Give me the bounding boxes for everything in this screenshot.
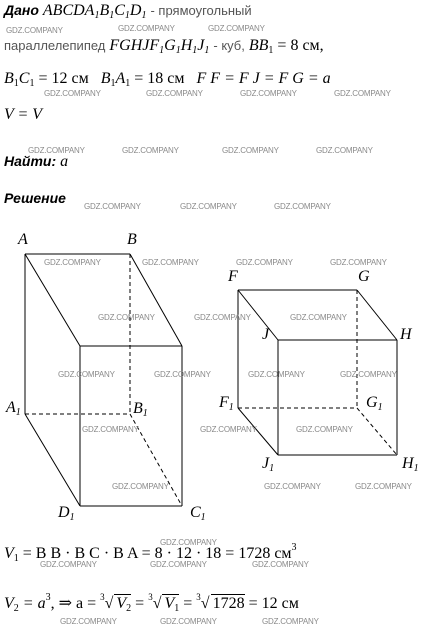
watermark: GDZ.COMPANY [222,146,279,155]
label-f1: F1 [219,394,234,413]
given-line-3: B1C1 = 12 см B1A1 = 18 см F F = F J = F … [4,70,331,89]
watermark: GDZ.COMPANY [340,370,397,379]
watermark: GDZ.COMPANY [355,482,412,491]
volume-calculation: = B B · B C · B A = 8 · 12 · 18 = 1728 с… [22,545,292,562]
watermark: GDZ.COMPANY [40,560,97,569]
watermark: GDZ.COMPANY [146,89,203,98]
watermark: GDZ.COMPANY [316,146,373,155]
label-h1: H1 [402,455,419,474]
watermark: GDZ.COMPANY [236,258,293,267]
watermark: GDZ.COMPANY [180,202,237,211]
label-j: J [262,326,270,343]
label-b1: B1 [133,400,148,419]
label-h: H [400,326,412,343]
watermark: GDZ.COMPANY [274,202,331,211]
volume-equal: V = V [4,106,43,123]
find-line: Найти: a [4,153,68,171]
watermark: GDZ.COMPANY [6,26,63,35]
watermark: GDZ.COMPANY [154,370,211,379]
watermark: GDZ.COMPANY [118,24,175,33]
watermark: GDZ.COMPANY [112,482,169,491]
label-b: B [127,231,137,248]
watermark: GDZ.COMPANY [160,617,217,626]
solution-line-1: V1 = B B · B C · B A = 8 · 12 · 18 = 172… [4,542,297,564]
watermark: GDZ.COMPANY [122,146,179,155]
watermark: GDZ.COMPANY [200,425,257,434]
watermark: GDZ.COMPANY [142,258,199,267]
given-line-1: Дано ABCDA1B1C1D1 - прямоугольный [4,2,252,21]
find-label: Найти: [4,153,57,169]
watermark: GDZ.COMPANY [98,313,155,322]
watermark: GDZ.COMPANY [240,89,297,98]
watermark: GDZ.COMPANY [28,146,85,155]
watermark: GDZ.COMPANY [252,560,309,569]
label-d1: D1 [58,504,75,523]
watermark: GDZ.COMPANY [84,202,141,211]
watermark: GDZ.COMPANY [44,89,101,98]
watermark: GDZ.COMPANY [160,538,217,547]
cube-desc: - куб, [213,38,245,53]
watermark: GDZ.COMPANY [334,89,391,98]
label-g1: G1 [366,394,383,413]
box1-desc-2: параллелепипед [4,38,106,53]
label-a: A [18,231,28,248]
solution-label: Решение [4,190,66,206]
b1c1-length: B1C1 = 12 см [4,70,89,89]
bb1-length: BB1 = 8 см, [248,37,324,56]
cube-edges-equal: F F = F J = F G = a [196,70,331,87]
box1-desc: - прямоугольный [150,3,252,18]
given-line-4: V = V [4,106,42,124]
box1-name: ABCDA1B1C1D1 [42,2,147,21]
label-a1: A1 [6,399,21,418]
watermark: GDZ.COMPANY [248,370,305,379]
find-value: a [60,153,69,170]
cube-name: FGHJF1G1H1J1 [109,37,210,56]
label-c1: C1 [190,504,206,523]
label-f: F [228,268,238,285]
b1a1-length: B1A1 = 18 см [100,70,185,89]
watermark: GDZ.COMPANY [150,560,207,569]
watermark: GDZ.COMPANY [194,313,251,322]
solution-label-line: Решение [4,190,66,208]
watermark: GDZ.COMPANY [296,425,353,434]
watermark: GDZ.COMPANY [58,370,115,379]
watermark: GDZ.COMPANY [208,24,265,33]
solution-line-2: V2 = a3, ⇒ a = 3√V2 = 3√V1 = 3√1728 = 12… [4,592,299,614]
watermark: GDZ.COMPANY [264,482,321,491]
given-label: Дано [4,2,39,18]
label-g: G [358,268,370,285]
watermark: GDZ.COMPANY [82,425,139,434]
given-line-2: параллелепипед FGHJF1G1H1J1 - куб, BB1 =… [4,37,324,56]
watermark: GDZ.COMPANY [262,617,319,626]
watermark: GDZ.COMPANY [290,313,347,322]
watermark: GDZ.COMPANY [330,258,387,267]
label-j1: J1 [262,455,275,474]
watermark: GDZ.COMPANY [44,258,101,267]
watermark: GDZ.COMPANY [60,617,117,626]
